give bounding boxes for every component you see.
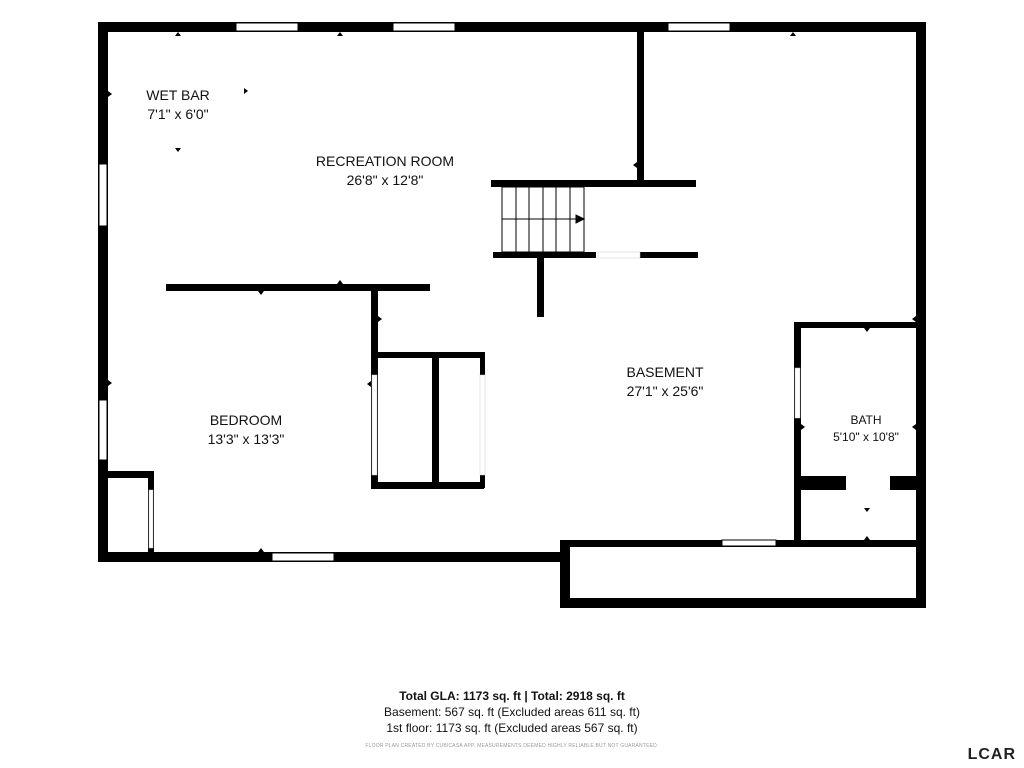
wall-bedroom-top <box>166 284 430 291</box>
summary-first-floor: 1st floor: 1173 sq. ft (Excluded areas 5… <box>386 721 638 735</box>
wall-stair-bottom-b <box>640 252 698 258</box>
room-label-recreation-room: RECREATION ROOM 26'8" x 12'8" <box>316 152 454 190</box>
wall-stair-top <box>491 180 696 187</box>
wall-bottom-right <box>560 598 926 608</box>
room-name: WET BAR <box>146 87 210 103</box>
room-label-wet-bar: WET BAR 7'1" x 6'0" <box>146 86 210 124</box>
wall-stair-post <box>537 252 544 317</box>
window-left-1 <box>98 163 108 227</box>
room-label-bedroom: BEDROOM 13'3" x 13'3" <box>208 411 285 449</box>
wall-bath-left <box>794 322 801 546</box>
area-summary: Total GLA: 1173 sq. ft | Total: 2918 sq.… <box>0 688 1024 736</box>
room-dims: 5'10" x 10'8" <box>833 430 899 444</box>
staircase <box>501 186 586 253</box>
summary-total: Total GLA: 1173 sq. ft | Total: 2918 sq.… <box>399 689 625 703</box>
wall-top <box>98 22 926 32</box>
dimension-markers <box>108 32 916 552</box>
room-label-bath: BATH 5'10" x 10'8" <box>833 412 899 446</box>
doorway-bedroom <box>112 284 166 291</box>
window-bottom-1 <box>271 552 335 562</box>
room-dims: 7'1" x 6'0" <box>147 106 209 122</box>
wall-closet-top <box>371 352 484 358</box>
room-dims: 27'1" x 25'6" <box>626 383 704 399</box>
room-label-basement: BASEMENT 27'1" x 25'6" <box>626 363 703 401</box>
doorways <box>112 251 801 549</box>
window-top-3 <box>667 22 731 32</box>
wall-bath-partition-b <box>890 476 918 490</box>
summary-basement: Basement: 567 sq. ft (Excluded areas 611… <box>384 705 640 719</box>
brand-logo: LCAR <box>967 746 1016 763</box>
room-dims: 26'8" x 12'8" <box>346 172 424 188</box>
windows <box>98 22 777 562</box>
doorway-closet-left <box>371 374 378 476</box>
wall-rec-right <box>637 32 644 184</box>
room-name: BATH <box>850 413 882 427</box>
room-dims: 13'3" x 13'3" <box>207 431 285 447</box>
window-left-2 <box>98 399 108 461</box>
doorway-closet-right <box>479 374 486 476</box>
window-top-2 <box>392 22 456 32</box>
doorway-bath <box>794 367 801 419</box>
wall-small-closet-top <box>98 471 154 478</box>
window-top-1 <box>235 22 299 32</box>
window-bottom-right <box>721 539 777 547</box>
wall-bottom-notch-left <box>560 540 570 608</box>
wall-stair-bottom-a <box>493 252 596 258</box>
wall-closet-mid <box>432 352 439 488</box>
disclaimer: FLOOR PLAN CREATED BY CUBICASA APP. MEAS… <box>365 743 659 749</box>
doorway-small-closet <box>148 489 154 549</box>
room-name: BEDROOM <box>209 412 283 428</box>
wall-closet-bottom <box>371 482 484 489</box>
room-name: BASEMENT <box>626 364 704 380</box>
wall-bath-top <box>794 322 926 328</box>
walls <box>98 22 926 608</box>
room-name: RECREATION ROOM <box>315 153 455 169</box>
wall-left <box>98 22 108 562</box>
wall-right <box>916 22 926 608</box>
wall-bath-partition-a <box>801 476 846 490</box>
stair-arrowhead <box>575 214 586 224</box>
doorway-stair <box>597 251 641 259</box>
